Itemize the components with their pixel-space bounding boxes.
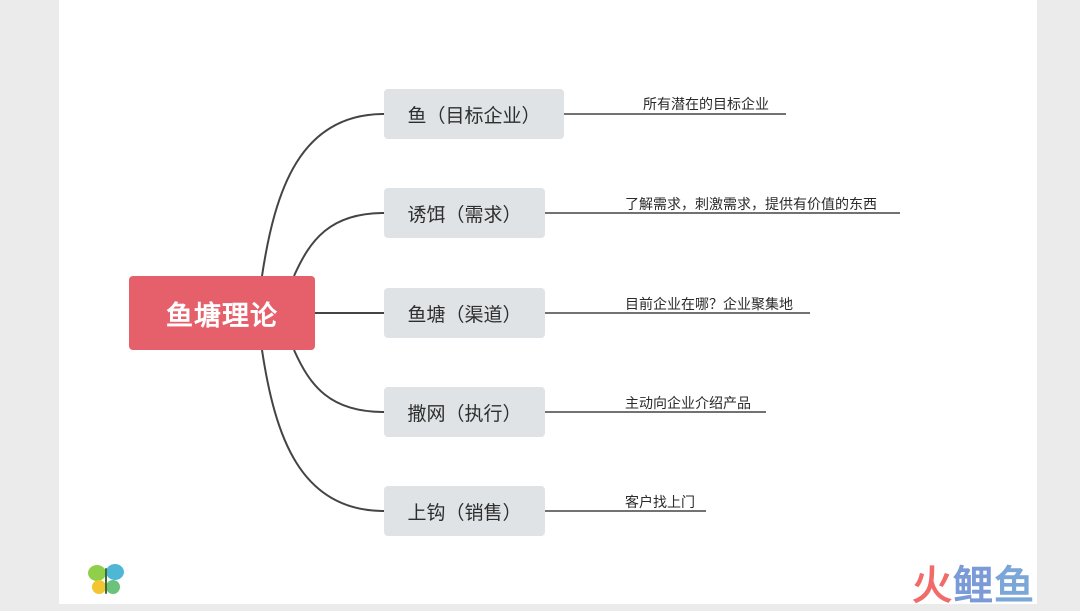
watermark-char-3: 鱼 [994, 563, 1034, 609]
branch-node-net[interactable]: 撒网（执行） [384, 387, 545, 437]
branch-node-bait[interactable]: 诱饵（需求） [384, 188, 545, 238]
branch-node-hook[interactable]: 上钩（销售） [384, 486, 545, 536]
note-hook[interactable]: 客户找上门 [625, 495, 695, 511]
watermark-logo: 火 鲤 鱼 [912, 560, 1034, 609]
note-net[interactable]: 主动向企业介绍产品 [625, 396, 751, 412]
branch-node-pond[interactable]: 鱼塘（渠道） [384, 288, 545, 338]
watermark-char-2: 鲤 [953, 563, 993, 609]
watermark-char-1: 火 [912, 563, 952, 609]
note-fish[interactable]: 所有潜在的目标企业 [643, 97, 769, 113]
note-bait[interactable]: 了解需求，刺激需求，提供有价值的东西 [625, 197, 877, 213]
connector-root-branch-5 [261, 349, 385, 512]
root-node[interactable]: 鱼塘理论 [129, 276, 315, 350]
connector-root-branch-2 [293, 212, 385, 277]
connector-root-branch-4 [293, 349, 385, 413]
connector-root-branch-1 [261, 113, 385, 277]
butterfly-logo-icon [88, 564, 124, 594]
branch-node-fish[interactable]: 鱼（目标企业） [384, 89, 564, 139]
note-pond[interactable]: 目前企业在哪？企业聚集地 [625, 297, 793, 313]
